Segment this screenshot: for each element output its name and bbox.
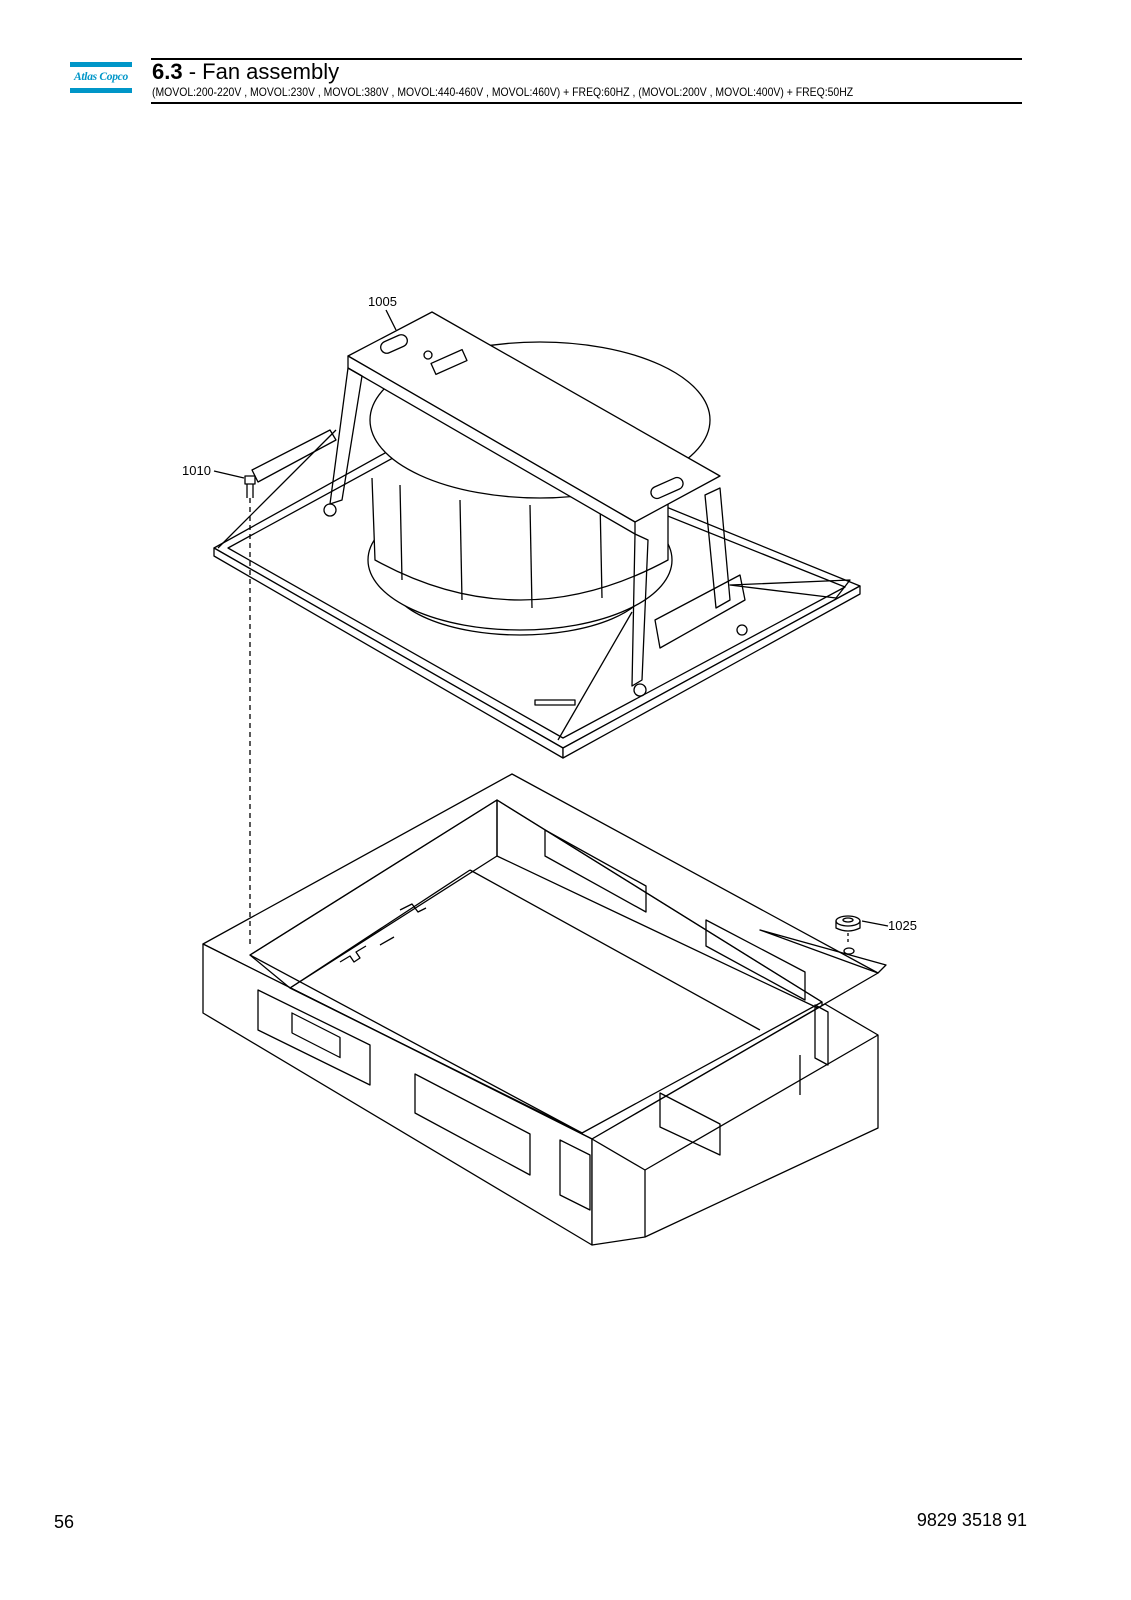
section-number: 6.3 bbox=[152, 59, 183, 84]
logo-bar-top bbox=[70, 62, 132, 67]
grommet-1025 bbox=[835, 915, 861, 944]
atlas-copco-logo: Atlas Copco bbox=[70, 62, 132, 94]
fan-assembly bbox=[213, 311, 861, 759]
logo-wordmark: Atlas Copco bbox=[74, 71, 128, 83]
bolt-1010 bbox=[244, 475, 256, 498]
section-separator: - bbox=[182, 59, 203, 84]
callout-1010: 1010 bbox=[182, 463, 211, 478]
logo-bar-bottom bbox=[70, 88, 132, 93]
leader-line-1005 bbox=[385, 309, 397, 331]
header-rule-bottom bbox=[151, 102, 1022, 104]
callout-1005: 1005 bbox=[368, 294, 397, 309]
variant-conditions: (MOVOL:200-220V , MOVOL:230V , MOVOL:380… bbox=[152, 86, 854, 99]
header-rule-top bbox=[151, 58, 1022, 60]
leader-line-1010 bbox=[213, 470, 245, 479]
page-number: 56 bbox=[54, 1512, 75, 1532]
section-heading: 6.3 - Fan assembly bbox=[152, 59, 339, 85]
lower-housing bbox=[202, 773, 887, 1246]
callout-1025: 1025 bbox=[888, 918, 917, 933]
leader-line-1025 bbox=[861, 920, 889, 927]
document-number: 9829 3518 91 bbox=[916, 1510, 1027, 1530]
section-title: Fan assembly bbox=[202, 59, 340, 84]
